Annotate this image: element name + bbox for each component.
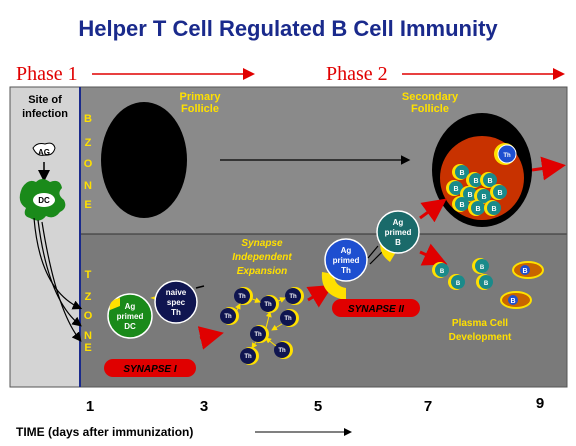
b-cell-cluster: B B B B B B B B B B [446, 164, 507, 216]
svg-text:B: B [84, 113, 92, 125]
synapse1-label: SYNAPSE I [123, 364, 177, 375]
synapse-indep-label-3: Expansion [237, 266, 288, 277]
time-label: TIME (days after immunization) [16, 425, 193, 439]
secondary-follicle-label-2: Follicle [411, 103, 449, 115]
ag-label: AG [38, 148, 50, 157]
svg-text:Th: Th [264, 302, 272, 308]
phase2-label: Phase 2 [326, 63, 388, 85]
svg-text:naive: naive [166, 288, 187, 297]
svg-text:spec: spec [167, 298, 186, 307]
plasma-label-2: Development [449, 332, 512, 343]
synapse2-label: SYNAPSE II [348, 304, 404, 315]
plasma-cells: B B [500, 261, 544, 309]
expanding-th-cells: Th Th Th Th Th Th Th Th [220, 287, 304, 365]
svg-text:N: N [84, 330, 92, 342]
svg-text:primed: primed [117, 312, 144, 321]
svg-text:B: B [491, 206, 496, 213]
svg-text:B: B [467, 192, 472, 199]
t-zone-label: T Z O N E [84, 269, 93, 354]
svg-text:B: B [510, 298, 515, 305]
svg-text:B: B [487, 178, 492, 185]
svg-text:B: B [480, 265, 485, 271]
svg-text:B: B [522, 268, 527, 275]
svg-text:Ag: Ag [125, 302, 136, 311]
svg-text:Z: Z [85, 291, 92, 303]
svg-text:B: B [473, 178, 478, 185]
svg-text:B: B [459, 170, 464, 177]
ag-primed-th [324, 238, 368, 282]
day-1: 1 [86, 398, 94, 415]
svg-text:E: E [84, 199, 91, 211]
svg-text:Th: Th [238, 294, 246, 300]
primary-follicle [101, 102, 187, 218]
ag-icon [32, 142, 56, 156]
naive-spec-th [154, 280, 198, 324]
svg-text:B: B [497, 190, 502, 197]
day-9: 9 [536, 395, 544, 412]
dc-label: DC [38, 196, 50, 205]
svg-text:B: B [459, 202, 464, 209]
svg-text:Th: Th [341, 266, 351, 275]
svg-text:Th: Th [278, 348, 286, 354]
diagram-title: Helper T Cell Regulated B Cell Immunity [78, 16, 498, 41]
synapse1-badge [104, 359, 196, 377]
svg-text:Th: Th [171, 308, 181, 317]
svg-text:Th: Th [254, 332, 262, 338]
day-axis: 1 3 5 7 9 [86, 395, 544, 415]
svg-text:Th: Th [284, 316, 292, 322]
primary-follicle-label-2: Follicle [181, 103, 219, 115]
plasma-b-cells: B B B B [432, 258, 493, 290]
svg-text:B: B [475, 206, 480, 213]
svg-text:B: B [440, 269, 445, 275]
svg-text:Ag: Ag [393, 218, 404, 227]
svg-text:B: B [484, 281, 489, 287]
svg-text:B: B [395, 238, 401, 247]
synapse-indep-label-2: Independent [232, 252, 292, 263]
svg-text:Ag: Ag [341, 246, 352, 255]
b-zone-label: B Z O N E [84, 113, 93, 211]
svg-text:Z: Z [85, 137, 92, 149]
secondary-follicle-label-1: Secondary [402, 91, 459, 103]
svg-text:O: O [84, 310, 93, 322]
synapse2-badge [332, 299, 420, 317]
day-5: 5 [314, 398, 322, 415]
day-7: 7 [424, 398, 432, 415]
synapse-indep-label-1: Synapse [241, 238, 283, 249]
ag-primed-b [376, 210, 420, 254]
svg-text:O: O [84, 158, 93, 170]
svg-text:Th: Th [224, 314, 232, 320]
svg-text:primed: primed [333, 256, 360, 265]
svg-text:B: B [456, 281, 461, 287]
arrow-to-expansion [197, 326, 224, 350]
svg-text:B: B [453, 186, 458, 193]
svg-text:E: E [84, 342, 91, 354]
svg-text:Th: Th [289, 294, 297, 300]
day-3: 3 [200, 398, 208, 415]
svg-text:Th: Th [244, 354, 252, 360]
primary-follicle-label-1: Primary [180, 91, 222, 103]
th-cell-secondary [497, 144, 517, 164]
phase1-label: Phase 1 [16, 63, 78, 85]
svg-text:primed: primed [385, 228, 412, 237]
site-label-line1: Site of [28, 94, 62, 106]
svg-text:T: T [85, 269, 92, 281]
svg-text:N: N [84, 180, 92, 192]
plasma-label-1: Plasma Cell [452, 318, 508, 329]
svg-text:Th: Th [503, 153, 511, 159]
svg-text:B: B [481, 194, 486, 201]
site-label-line2: infection [22, 108, 68, 120]
svg-text:DC: DC [124, 322, 136, 331]
